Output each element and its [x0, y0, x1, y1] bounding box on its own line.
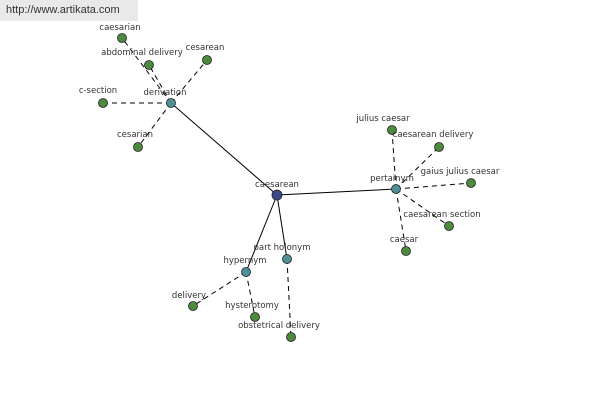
term-node-cesarian[interactable]: cesarian	[117, 130, 153, 152]
relation-node-pertainym-dot[interactable]	[391, 184, 401, 194]
term-node-caesarean-section-label: caesarean section	[403, 210, 480, 220]
term-node-hysterotomy-label: hysterotomy	[225, 301, 279, 311]
term-node-c-section-label: c-section	[79, 86, 117, 96]
relation-node-part-holonym[interactable]: part holonym	[254, 243, 311, 264]
relation-node-pertainym[interactable]: pertainym	[370, 174, 414, 194]
edge-derivation-caesarian	[121, 37, 172, 104]
term-node-obstetrical-delivery[interactable]: obstetrical delivery	[238, 321, 320, 342]
term-node-abdominal-delivery[interactable]: abdominal delivery	[101, 48, 183, 70]
edge-pertainym-caesarean-section	[395, 188, 450, 227]
term-node-caesar[interactable]: caesar	[390, 235, 419, 256]
edge-derivation-cesarian	[137, 102, 172, 148]
relation-node-derivation-dot[interactable]	[166, 98, 176, 108]
term-node-cesarean-dot[interactable]	[202, 55, 212, 65]
edge-pertainym-gaius-julius-caesar	[395, 182, 472, 190]
relation-node-part-holonym-label: part holonym	[254, 243, 311, 253]
term-node-caesarian-dot[interactable]	[117, 33, 127, 43]
edge-root-part-holonym	[276, 194, 288, 260]
term-node-c-section-dot[interactable]	[98, 98, 108, 108]
relation-node-hypernym-label: hypernym	[223, 256, 266, 266]
edge-hypernym-hysterotomy	[245, 271, 256, 318]
term-node-julius-caesar-dot[interactable]	[387, 125, 397, 135]
term-node-caesarian-label: caesarian	[99, 23, 140, 33]
term-node-caesarean-delivery-label: caesarean delivery	[393, 130, 474, 140]
edge-root-pertainym	[276, 188, 397, 196]
term-node-julius-caesar[interactable]: julius caesar	[355, 114, 410, 135]
relation-node-hypernym-dot[interactable]	[241, 267, 251, 277]
term-node-delivery-dot[interactable]	[188, 301, 198, 311]
root-node-dot[interactable]	[271, 189, 283, 201]
edge-pertainym-julius-caesar	[391, 129, 397, 190]
term-node-gaius-julius-caesar-dot[interactable]	[466, 178, 476, 188]
term-node-cesarian-label: cesarian	[117, 130, 153, 140]
term-node-caesarean-delivery-dot[interactable]	[434, 142, 444, 152]
edge-pertainym-caesar	[395, 188, 407, 252]
relation-node-derivation[interactable]: derivation	[143, 88, 187, 108]
relation-node-derivation-label: derivation	[143, 88, 186, 98]
term-node-gaius-julius-caesar[interactable]: gaius julius caesar	[421, 167, 500, 188]
term-node-caesarean-section-dot[interactable]	[444, 221, 454, 231]
edge-hypernym-delivery	[192, 271, 247, 307]
term-node-obstetrical-delivery-dot[interactable]	[286, 332, 296, 342]
term-node-julius-caesar-label: julius caesar	[355, 114, 410, 124]
relation-node-pertainym-label: pertainym	[370, 174, 414, 184]
relation-node-hypernym[interactable]: hypernym	[223, 256, 267, 277]
edge-root-hypernym	[245, 194, 278, 273]
edge-part-holonym-obstetrical-delivery	[286, 258, 292, 338]
term-node-abdominal-delivery-dot[interactable]	[144, 60, 154, 70]
term-node-c-section[interactable]: c-section	[79, 86, 117, 108]
term-node-obstetrical-delivery-label: obstetrical delivery	[238, 321, 320, 331]
term-node-caesarean-delivery[interactable]: caesarean delivery	[393, 130, 474, 152]
term-node-caesarian[interactable]: caesarian	[99, 23, 141, 43]
term-node-delivery-label: delivery	[172, 291, 206, 301]
root-node-label: caesarean	[255, 180, 299, 190]
site-url-banner[interactable]: http://www.artikata.com	[0, 0, 138, 21]
term-node-cesarean-label: cesarean	[186, 43, 225, 53]
term-node-cesarian-dot[interactable]	[133, 142, 143, 152]
edge-derivation-cesarean	[170, 59, 208, 104]
term-node-gaius-julius-caesar-label: gaius julius caesar	[421, 167, 500, 177]
term-node-caesar-label: caesar	[390, 235, 419, 245]
term-node-hysterotomy-dot[interactable]	[250, 312, 260, 322]
term-node-delivery[interactable]: delivery	[172, 291, 206, 311]
edge-root-derivation	[170, 102, 278, 196]
term-node-caesarean-section[interactable]: caesarean section	[403, 210, 481, 231]
term-node-abdominal-delivery-label: abdominal delivery	[101, 48, 183, 58]
edge-derivation-abdominal-delivery	[148, 64, 172, 104]
edge-pertainym-caesarean-delivery	[395, 146, 440, 190]
term-node-caesar-dot[interactable]	[401, 246, 411, 256]
term-node-hysterotomy[interactable]: hysterotomy	[225, 301, 279, 322]
relation-node-part-holonym-dot[interactable]	[282, 254, 292, 264]
term-node-cesarean[interactable]: cesarean	[186, 43, 225, 65]
root-node[interactable]: caesarean	[255, 180, 299, 201]
